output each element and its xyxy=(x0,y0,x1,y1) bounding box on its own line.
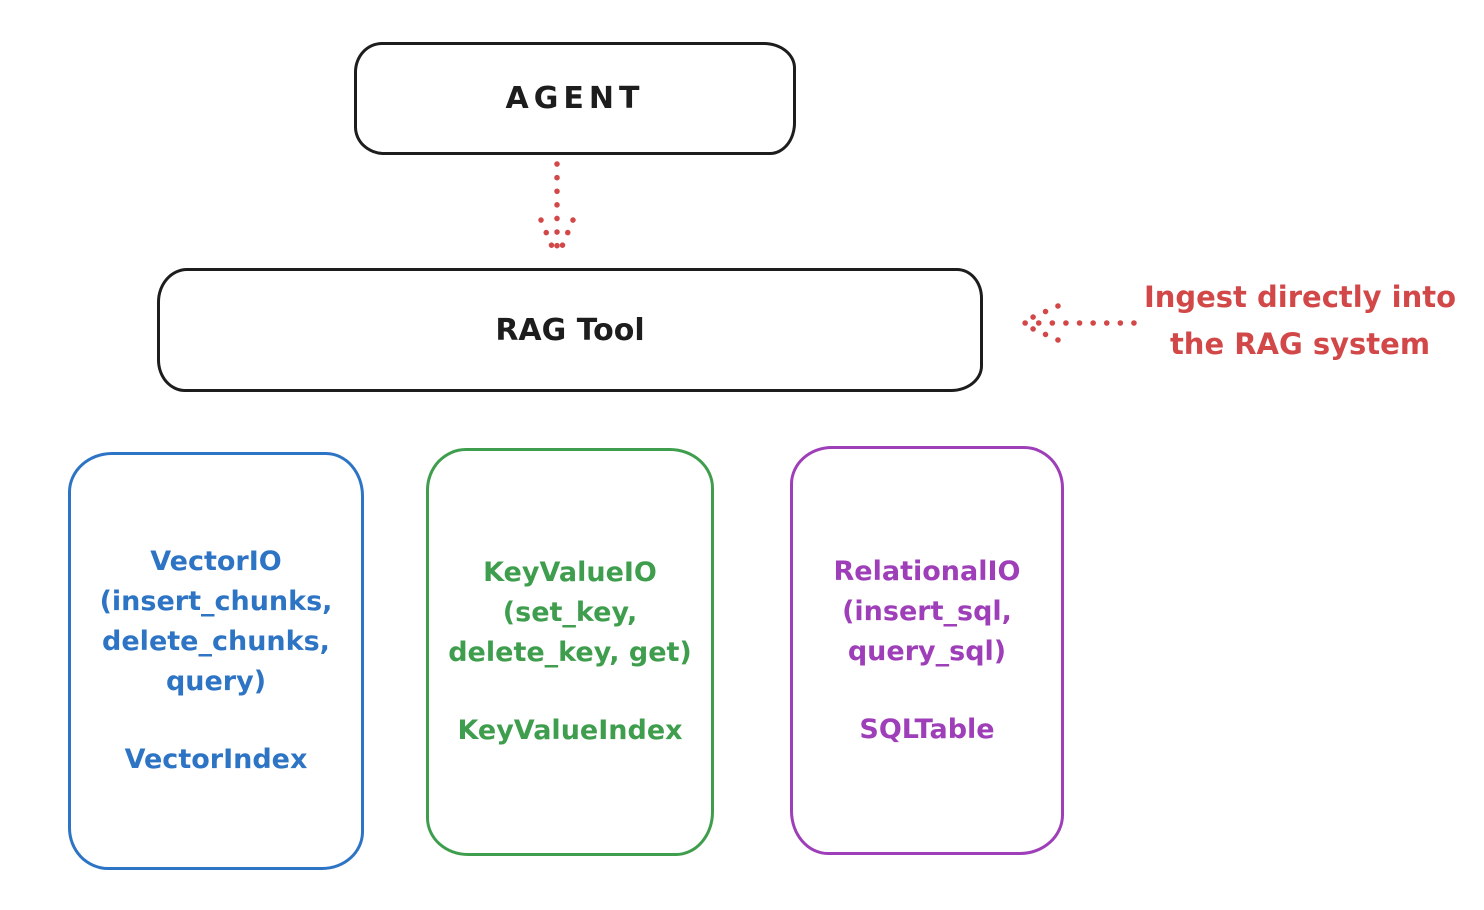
key-value-io-title: KeyValueIO xyxy=(483,557,657,588)
vector-index-label: VectorIndex xyxy=(124,744,308,775)
ingest-annotation: Ingest directly into the RAG system xyxy=(1128,274,1472,368)
vector-io-methods-line2: delete_chunks, xyxy=(102,626,330,657)
relational-io-card: RelationalIO (insert_sql, query_sql) SQL… xyxy=(790,446,1064,855)
key-value-io-methods-line1: (set_key, xyxy=(502,597,638,628)
vector-io-card: VectorIO (insert_chunks, delete_chunks, … xyxy=(68,452,364,870)
agent-box: AGENT xyxy=(354,42,796,155)
down-arrow-icon xyxy=(538,161,576,259)
vector-io-title: VectorIO xyxy=(150,546,282,577)
sql-table-label: SQLTable xyxy=(859,713,995,745)
ingest-annotation-line2: the RAG system xyxy=(1169,327,1431,361)
agent-label: AGENT xyxy=(505,81,645,116)
key-value-io-card: KeyValueIO (set_key, delete_key, get) Ke… xyxy=(426,448,714,856)
ingest-annotation-line1: Ingest directly into xyxy=(1143,280,1457,314)
rag-tool-label: RAG Tool xyxy=(495,312,645,348)
key-value-io-methods-line2: delete_key, get) xyxy=(448,637,692,668)
left-arrow-icon xyxy=(1019,303,1137,343)
vector-io-methods-line3: query) xyxy=(165,666,267,697)
relational-io-title: RelationalIO xyxy=(833,555,1021,587)
relational-io-methods-line1: (insert_sql, xyxy=(842,595,1012,627)
relational-io-methods-line2: query_sql) xyxy=(847,635,1007,667)
vector-io-methods-line1: (insert_chunks, xyxy=(99,586,333,617)
rag-tool-box: RAG Tool xyxy=(157,268,983,392)
key-value-index-label: KeyValueIndex xyxy=(457,715,683,746)
